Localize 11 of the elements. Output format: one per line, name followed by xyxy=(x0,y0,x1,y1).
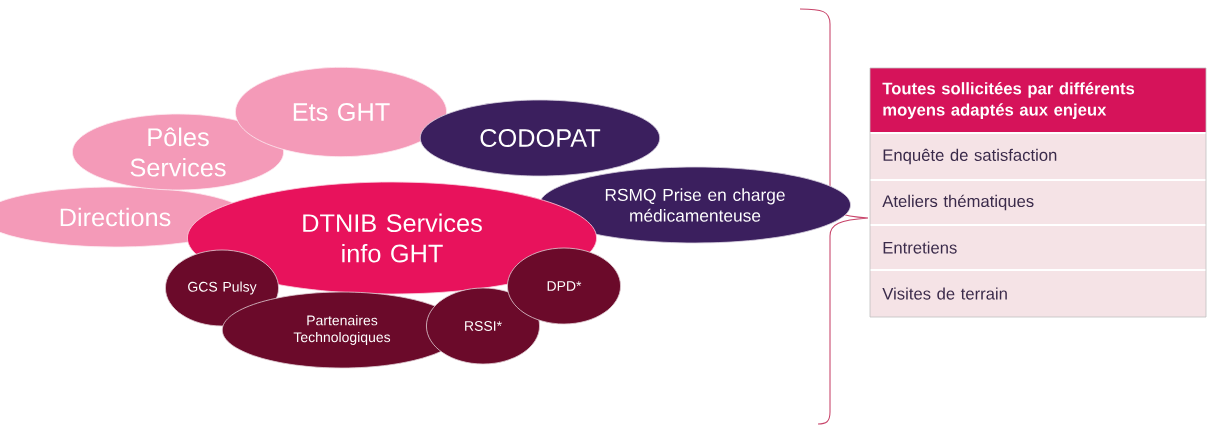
ellipse-bubble: RSSI* xyxy=(426,287,540,365)
table-cell: Entretiens xyxy=(870,225,1206,270)
ellipse-bubble: DPD* xyxy=(507,247,621,325)
ellipse-bubble: RSMQ Prise en charge médicamenteuse xyxy=(539,166,851,244)
table-cell: Enquête de satisfaction xyxy=(870,133,1206,180)
ellipse-bubble: Ets GHT xyxy=(235,66,447,158)
table-cell: Toutes sollicitées par différents moyens adaptés aux enjeux xyxy=(870,68,1206,133)
ellipse-bubble: Pôles Services xyxy=(72,113,284,191)
table-cell: Visites de terrain xyxy=(870,270,1206,317)
ellipse-bubble: CODOPAT xyxy=(419,99,661,177)
table-cell: Ateliers thématiques xyxy=(870,180,1206,225)
